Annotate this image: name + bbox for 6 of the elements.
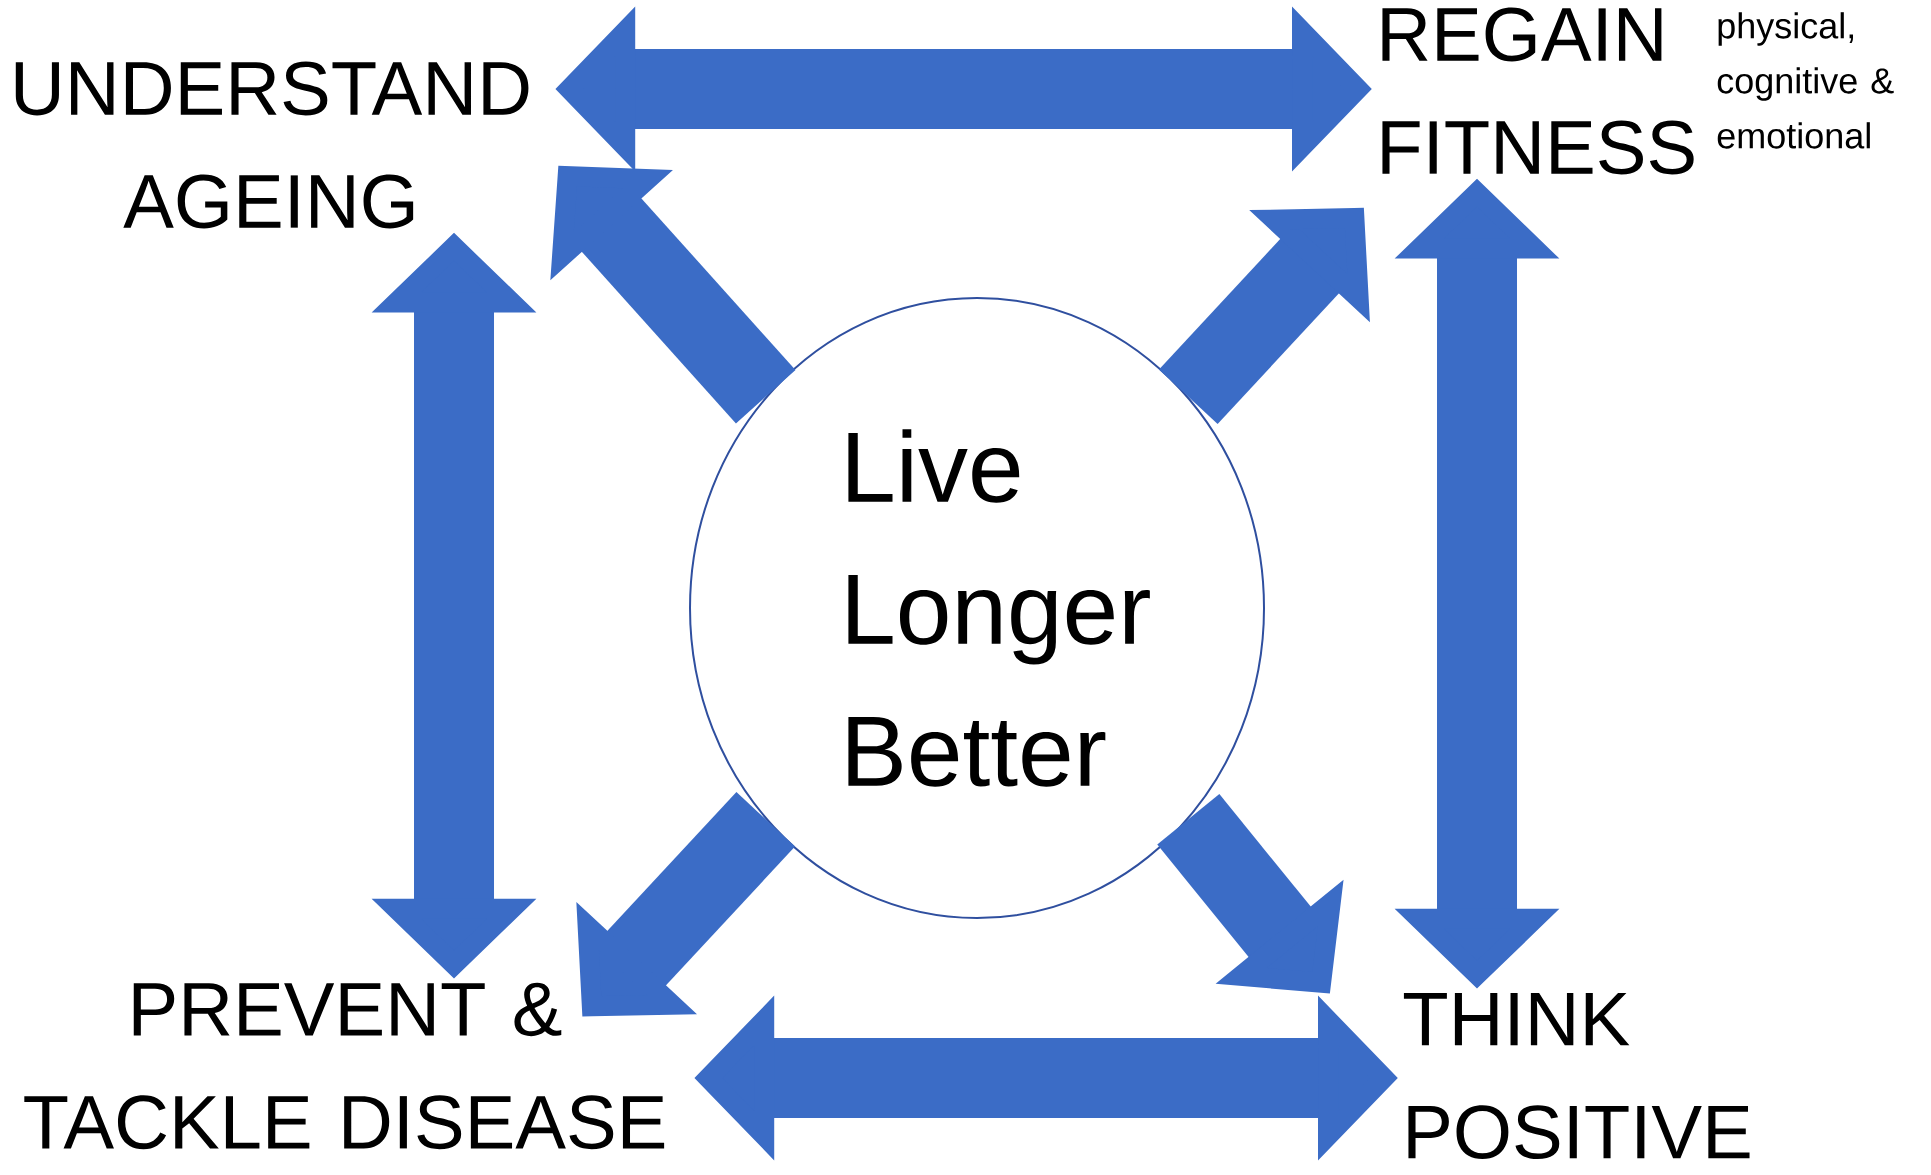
side-note: physical, cognitive & emotional: [1717, 12, 1894, 149]
circle-node: Live Longer Better: [689, 297, 1265, 919]
heading-label: PREVENT & TACKLE DISEASE: [24, 982, 665, 1150]
heading-label: REGAIN FITNESS: [1382, 7, 1694, 175]
heading-label: THINK POSITIVE: [1403, 993, 1750, 1159]
heading-label: UNDERSTAND AGEING: [15, 61, 529, 229]
